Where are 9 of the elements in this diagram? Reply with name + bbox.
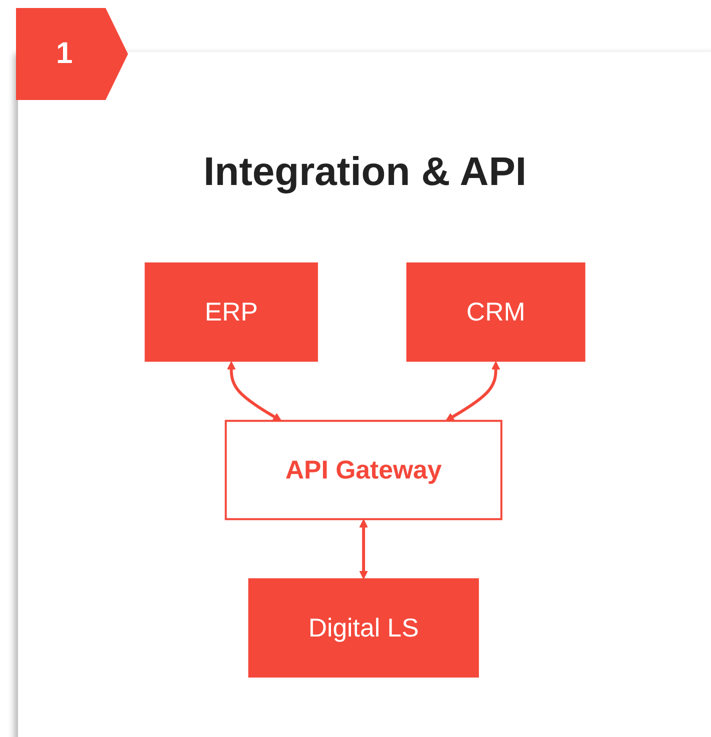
node-box: CRM — [406, 262, 586, 362]
arrow — [226, 361, 282, 422]
arrow — [446, 361, 500, 422]
node-box: ERP — [144, 262, 318, 362]
step-number: 1 — [16, 8, 128, 100]
node-box: API Gateway — [224, 420, 502, 520]
arrow — [359, 519, 368, 580]
diagram-title: Integration & API — [202, 150, 528, 195]
node-box: Digital LS — [248, 578, 479, 678]
